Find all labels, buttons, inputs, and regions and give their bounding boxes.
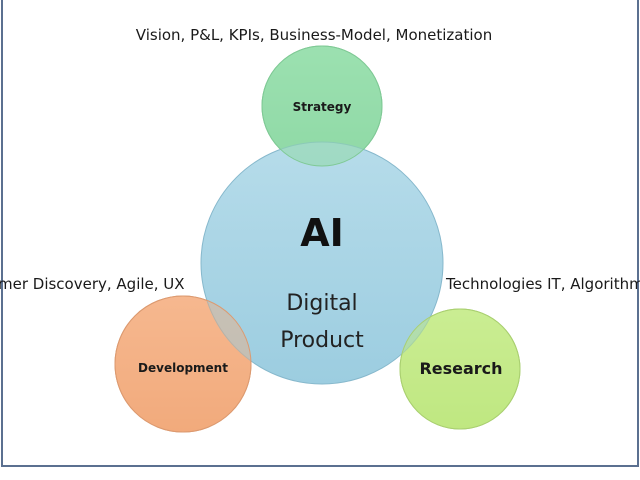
strategy-label: Strategy — [293, 100, 352, 114]
strategy-caption: Vision, P&L, KPIs, Business-Model, Monet… — [136, 26, 492, 44]
strategy-circle — [261, 45, 383, 167]
development-caption: mer Discovery, Agile, UX — [0, 275, 185, 293]
development-circle — [114, 295, 252, 433]
research-caption: Technologies IT, Algorithm — [445, 275, 640, 293]
core-subtitle-line2: Product — [280, 328, 364, 353]
core-title: AI — [300, 211, 344, 255]
research-label: Research — [419, 359, 502, 378]
research-circle — [399, 308, 521, 430]
development-label: Development — [138, 361, 228, 375]
outer-frame — [1, 0, 639, 467]
core-subtitle-line1: Digital — [286, 291, 357, 316]
